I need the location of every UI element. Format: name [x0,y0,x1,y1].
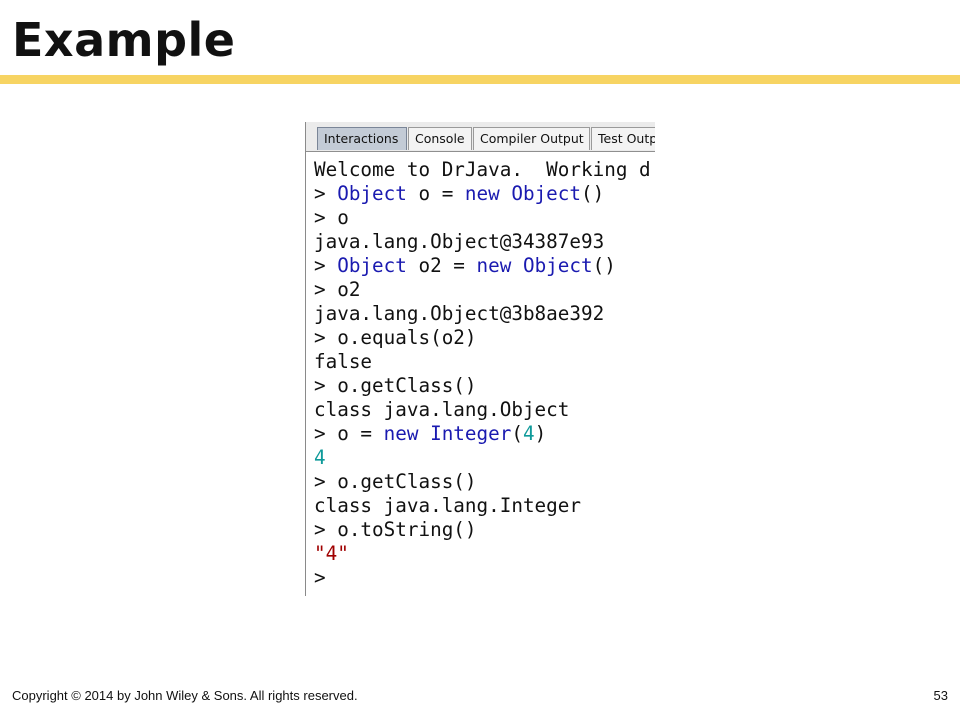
console-token-plain [511,254,523,277]
console-token-type: Object [522,254,593,277]
console-token-plain: o [337,206,349,229]
console-line: > o.getClass() [314,374,655,398]
console-line: > Object o = new Object() [314,182,655,206]
console-line: > o.equals(o2) [314,326,655,350]
console-line: > o.toString() [314,518,655,542]
console-token-prompt: > [314,518,338,541]
console-token-plain: o.getClass() [337,470,477,493]
console-line: Welcome to DrJava. Working d [314,158,655,182]
console-line: > o2 [314,278,655,302]
console-line: > o = new Integer(4) [314,422,655,446]
console-token-prompt: > [314,326,338,349]
console-token-type: Object [337,254,407,277]
console-token-plain [418,422,430,445]
console-token-type: Integer [430,422,512,445]
console-token-keyword: new [383,422,419,445]
tab-console[interactable]: Console [408,127,472,150]
tab-bar: Interactions Console Compiler Output Tes… [306,122,655,152]
console-token-keyword: new [476,254,512,277]
console-token-plain: () [592,254,616,277]
console-token-prompt: > [314,206,338,229]
console-token-plain: ) [534,422,547,445]
console-token-plain: o2 = [406,254,477,277]
console-token-prompt: > [314,278,338,301]
console-token-prompt: > [314,254,338,277]
slide-title: Example [12,13,236,67]
console-token-plain: o = [406,182,465,205]
console-token-type: Object [511,182,582,205]
tab-compiler-output[interactable]: Compiler Output [473,127,590,150]
console-line: "4" [314,542,655,566]
console-line: class java.lang.Object [314,398,655,422]
console-token-out: Welcome to DrJava. Working d [314,158,651,181]
console-line: java.lang.Object@34387e93 [314,230,655,254]
console-token-plain: o.getClass() [337,374,477,397]
console-token-prompt: > [314,422,338,445]
console-token-plain: o = [337,422,384,445]
console-token-number: 4 [314,446,326,469]
console-line: class java.lang.Integer [314,494,655,518]
console-token-out: java.lang.Object@3b8ae392 [314,302,605,325]
console-token-out: class java.lang.Integer [314,494,581,517]
interactions-console-text[interactable]: Welcome to DrJava. Working d> Object o =… [314,158,655,590]
title-underline-bar [0,75,960,84]
console-token-plain: ( [511,422,523,445]
drjava-interactions-pane: Interactions Console Compiler Output Tes… [305,122,655,596]
footer-copyright: Copyright © 2014 by John Wiley & Sons. A… [12,688,358,703]
tab-interactions[interactable]: Interactions [317,127,407,150]
console-token-out: java.lang.Object@34387e93 [314,230,605,253]
tab-test-output[interactable]: Test Outp [591,127,655,150]
console-line: 4 [314,446,655,470]
console-token-prompt: > [314,470,338,493]
console-token-plain: o.toString() [337,518,477,541]
console-token-plain: o.equals(o2) [337,326,477,349]
console-line: > o.getClass() [314,470,655,494]
console-line: > o [314,206,655,230]
console-token-plain: () [581,182,605,205]
console-line: false [314,350,655,374]
console-token-out: false [314,350,373,373]
console-token-number: 4 [522,422,535,445]
console-token-out: class java.lang.Object [314,398,570,421]
console-token-plain: o2 [337,278,361,301]
console-line: java.lang.Object@3b8ae392 [314,302,655,326]
console-line: > [314,566,655,590]
console-line: > Object o2 = new Object() [314,254,655,278]
console-token-plain [500,182,512,205]
console-token-prompt: > [314,182,338,205]
console-token-prompt: > [314,566,338,589]
console-token-prompt: > [314,374,338,397]
console-token-string: "4" [314,542,349,565]
console-token-type: Object [337,182,407,205]
page-number: 53 [933,688,948,703]
console-token-keyword: new [464,182,500,205]
